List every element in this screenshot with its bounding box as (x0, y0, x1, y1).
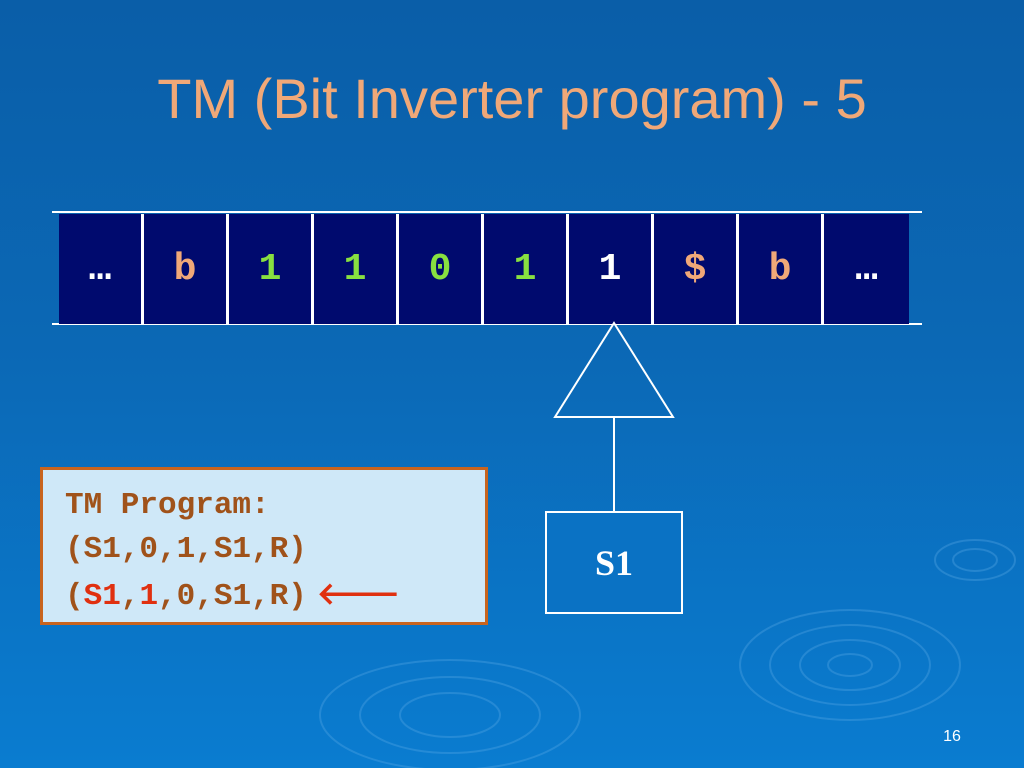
tape-symbol: b (768, 247, 792, 291)
tape-cell: $ (654, 214, 739, 324)
program-rule-2: (S1,1,0,S1,R) 🡐 (65, 572, 485, 619)
triangle-icon (553, 321, 675, 418)
tape-symbol: 0 (428, 247, 452, 291)
tape-symbol: 1 (258, 247, 282, 291)
tape-symbol: … (88, 247, 112, 291)
rule-2-open: ( (65, 579, 84, 614)
tape-cell-current: 1 (569, 214, 654, 324)
slide-number: 16 (943, 728, 961, 745)
tape-cell: 1 (314, 214, 399, 324)
tape-cell: … (59, 214, 144, 324)
tape-cell: 0 (399, 214, 484, 324)
tape-cell: 1 (229, 214, 314, 324)
rule-2-read: 1 (139, 579, 159, 614)
tape-symbol: 1 (343, 247, 367, 291)
tape-symbol: b (173, 247, 197, 291)
program-heading: TM Program: (65, 488, 270, 523)
rule-2-rest: ,0,S1,R) (158, 579, 307, 614)
tape-symbol: 1 (513, 247, 537, 291)
rule-2-state: S1 (83, 579, 121, 614)
program-rule-1: (S1,0,1,S1,R) (65, 532, 307, 567)
tape-symbol: … (855, 247, 878, 291)
tape: … b 1 1 0 1 1 $ b … (59, 214, 909, 324)
arrow-left-icon: 🡐 (316, 576, 401, 612)
tape-cell: b (739, 214, 824, 324)
state-label: S1 (594, 542, 634, 583)
program-box: TM Program: (S1,0,1,S1,R) (S1,1,0,S1,R) 🡐 (40, 467, 488, 625)
tape-top-line (52, 211, 922, 213)
tape-bottom-line (52, 323, 922, 325)
state-box: S1 (545, 511, 683, 614)
tape-head-pointer (553, 321, 675, 511)
slide-title: TM (Bit Inverter program) - 5 (157, 67, 867, 130)
tape-cell: b (144, 214, 229, 324)
tape-cell: 1 (484, 214, 569, 324)
tape-symbol: 1 (598, 247, 622, 291)
tape-cell: … (824, 214, 909, 324)
rule-2-sep: , (120, 579, 140, 614)
tape-symbol: $ (683, 247, 707, 291)
